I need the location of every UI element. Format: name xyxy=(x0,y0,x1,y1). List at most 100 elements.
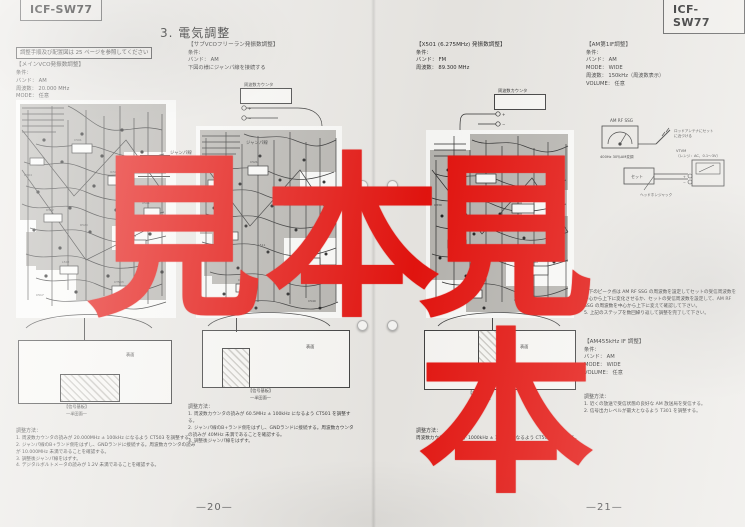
col4-spec-if-1: バンド： AM xyxy=(586,57,617,64)
col2-method-step-0: 1. 周波数カウンタの読みが 60.5MHz ± 100kHz になるよう CT… xyxy=(188,411,351,424)
col2-board-outline-arc xyxy=(207,312,331,327)
col3-text-block: 【X501 (6.275MHz) 発振数調整】 条件： バンド： FM 周波数：… xyxy=(416,41,581,73)
col3-method-heading: 調整方法： xyxy=(416,428,442,434)
col1-board-label-sub: —半田面— xyxy=(66,411,87,416)
col2-detail-hatched-area xyxy=(222,348,250,388)
col3-detail-leader xyxy=(492,318,493,330)
col4-method-block: 調整方法： 1. 近くの放送で受信状態の良好な AM 放送局を受信する。 2. … xyxy=(584,394,744,416)
col2-heading: 【サブVCOフリーラン発振数調整】 xyxy=(188,42,279,48)
svg-text:ロッドアンテナにセット: ロッドアンテナにセット xyxy=(674,128,714,133)
col2-counter-display xyxy=(240,88,292,104)
svg-text:+: + xyxy=(502,112,505,117)
col4-455-block: 【AM455kHz IF 調整】 条件： バンド： AM MODE： WIDE … xyxy=(584,338,740,378)
svg-text:+: + xyxy=(248,106,251,111)
svg-text:Q511: Q511 xyxy=(302,252,310,256)
col3-counter-display xyxy=(494,94,546,110)
col1-board-face: 表面 xyxy=(126,352,135,357)
col2-board-face: 表面 xyxy=(306,344,315,349)
col2-callout-jumper: ジャンパ線 xyxy=(246,141,268,146)
svg-text:ヘッドホンジャック: ヘッドホンジャック xyxy=(640,192,673,197)
page-gutter-seam xyxy=(371,0,376,527)
col3-method-block: 調整方法： 周波数カウンタの読みが 1000kHz ± 100Hz になるよう … xyxy=(416,428,596,443)
col4-method-step-1: 2. 信号出力レベルが最大となるよう T301 を調整する。 xyxy=(584,408,701,414)
col3-detail-hatched-area xyxy=(478,330,510,374)
col1-spec-3: MODE： 任意 xyxy=(16,93,50,100)
col4-method-step-0: 1. 近くの放送で受信状態の良好な AM 放送局を受信する。 xyxy=(584,401,706,407)
svg-text:−: − xyxy=(248,116,251,121)
svg-text:CT503: CT503 xyxy=(114,280,124,284)
svg-text:400Hz 30％AM変調: 400Hz 30％AM変調 xyxy=(600,154,634,159)
col2-spec-0: 条件： xyxy=(188,49,204,56)
svg-text:CT501: CT501 xyxy=(466,284,476,288)
col2-spec-2: 下図の様にジャンパ線を接続する xyxy=(188,65,266,72)
col4-spec-455-0: 条件： xyxy=(584,346,600,353)
col1-board-outline-arc xyxy=(25,314,153,329)
svg-text:L502: L502 xyxy=(62,260,69,264)
col4-spec-455-2: MODE： WIDE xyxy=(584,362,621,369)
svg-text:X501: X501 xyxy=(142,201,150,205)
svg-text:Q503: Q503 xyxy=(128,234,136,238)
col1-method-step-3: 4. デジタルボルトメータの読みが 1.2V 未満であることを確認する。 xyxy=(16,463,160,469)
svg-text:R520: R520 xyxy=(80,223,88,227)
col3-board-outline-arc xyxy=(437,312,561,327)
col3-heading: 【X501 (6.275MHz) 発振数調整】 xyxy=(416,42,506,48)
col1-spec-0: 条件： xyxy=(16,69,32,76)
svg-text:に近づける: に近づける xyxy=(674,133,692,138)
svg-text:D512: D512 xyxy=(202,193,210,197)
col4-spec-455-1: バンド： AM xyxy=(584,354,615,361)
svg-text:X501: X501 xyxy=(478,168,486,172)
svg-text:C517: C517 xyxy=(36,293,44,297)
col2-detail-leader xyxy=(236,318,237,332)
col1-spec-2: 周波数： 20.000 MHz xyxy=(16,85,70,92)
col4-spec-if-4: VOLUME： 任意 xyxy=(586,81,625,88)
col1-detail-hatched-area xyxy=(60,374,120,402)
svg-text:R531: R531 xyxy=(222,226,230,230)
col4-spec-455-3: VOLUME： 任意 xyxy=(584,370,623,377)
svg-text:L511: L511 xyxy=(258,243,265,247)
binder-hole xyxy=(357,180,368,191)
svg-text:+: + xyxy=(683,175,686,179)
col2-method-heading: 調整方法： xyxy=(188,404,214,410)
svg-text:D504: D504 xyxy=(24,173,32,177)
svg-text:C521: C521 xyxy=(250,160,258,164)
col4-spec-if-2: MODE： WIDE xyxy=(586,65,623,72)
col1-method-heading: 調整方法： xyxy=(16,428,42,434)
col4-note-1: 5. 上記のステップを数回繰り返して調整を完了して下さい。 xyxy=(584,310,710,316)
svg-text:セット: セット xyxy=(631,174,643,179)
col1-text-block: 調整手順及び配置図は 25 ページを参照してください 【メインVCO発振数調整】… xyxy=(16,39,191,109)
col1-method-step-2: 3. 調整後ジャンパ線をはずす。 xyxy=(16,456,81,462)
col1-leader-line xyxy=(140,155,170,156)
svg-text:−: − xyxy=(502,122,505,127)
svg-text:R340: R340 xyxy=(450,234,458,238)
col2-instrument-label: 周波数カウンタ xyxy=(244,82,274,87)
col4-spec-if-3: 周波数： 150kHz（周波数表示） xyxy=(586,73,665,80)
col3-method-step-0: 周波数カウンタの読みが 1000kHz ± 100Hz になるよう CT501 … xyxy=(416,435,580,441)
col2-method-block: 調整方法： 1. 周波数カウンタの読みが 60.5MHz ± 100kHz にな… xyxy=(188,404,358,446)
col1-callout-dvm: デジタルボルトメータ xyxy=(170,169,214,174)
binder-hole xyxy=(387,180,398,191)
svg-text:IC301: IC301 xyxy=(514,198,523,202)
col2-method-step-2: 3. 調整後ジャンパ線をはずす。 xyxy=(188,439,253,445)
watermark-left: 見本 xyxy=(86,137,443,342)
col4-ssg-label: AM RF SSG xyxy=(610,118,634,123)
col1-heading: 【メインVCO発振数調整】 xyxy=(16,62,85,69)
col3-board-label-main: 【信号基板】 xyxy=(468,390,494,395)
col1-spec-1: バンド： AM xyxy=(16,77,47,84)
svg-text:C501: C501 xyxy=(74,138,82,142)
col3-board-face: 表面 xyxy=(520,344,529,349)
col1-notice: 調整手順及び配置図は 25 ページを参照してください xyxy=(16,47,153,60)
col1-leader-line xyxy=(138,176,170,177)
col1-callout-jumper: ジャンパ線 xyxy=(170,151,192,156)
col1-board-label-main: 【信号基板】 xyxy=(64,404,90,409)
svg-text:C540: C540 xyxy=(308,299,316,303)
col4-vtvm-diagram: VTVM （レンジ：AC、0.1～3V） + − セット ヘッドホンジャック xyxy=(623,149,725,197)
col3-spec-2: 周波数： 89.300 MHz xyxy=(416,65,470,72)
col1-method-step-0: 1. 周波数カウンタの読みが 20.000MHz ± 100kHz になるよう … xyxy=(16,435,194,441)
col2-text-block: 【サブVCOフリーラン発振数調整】 条件： バンド： AM 下図の様にジャンパ線… xyxy=(188,41,348,73)
svg-text:Q302: Q302 xyxy=(530,260,538,264)
svg-text:VTVM: VTVM xyxy=(676,149,686,153)
